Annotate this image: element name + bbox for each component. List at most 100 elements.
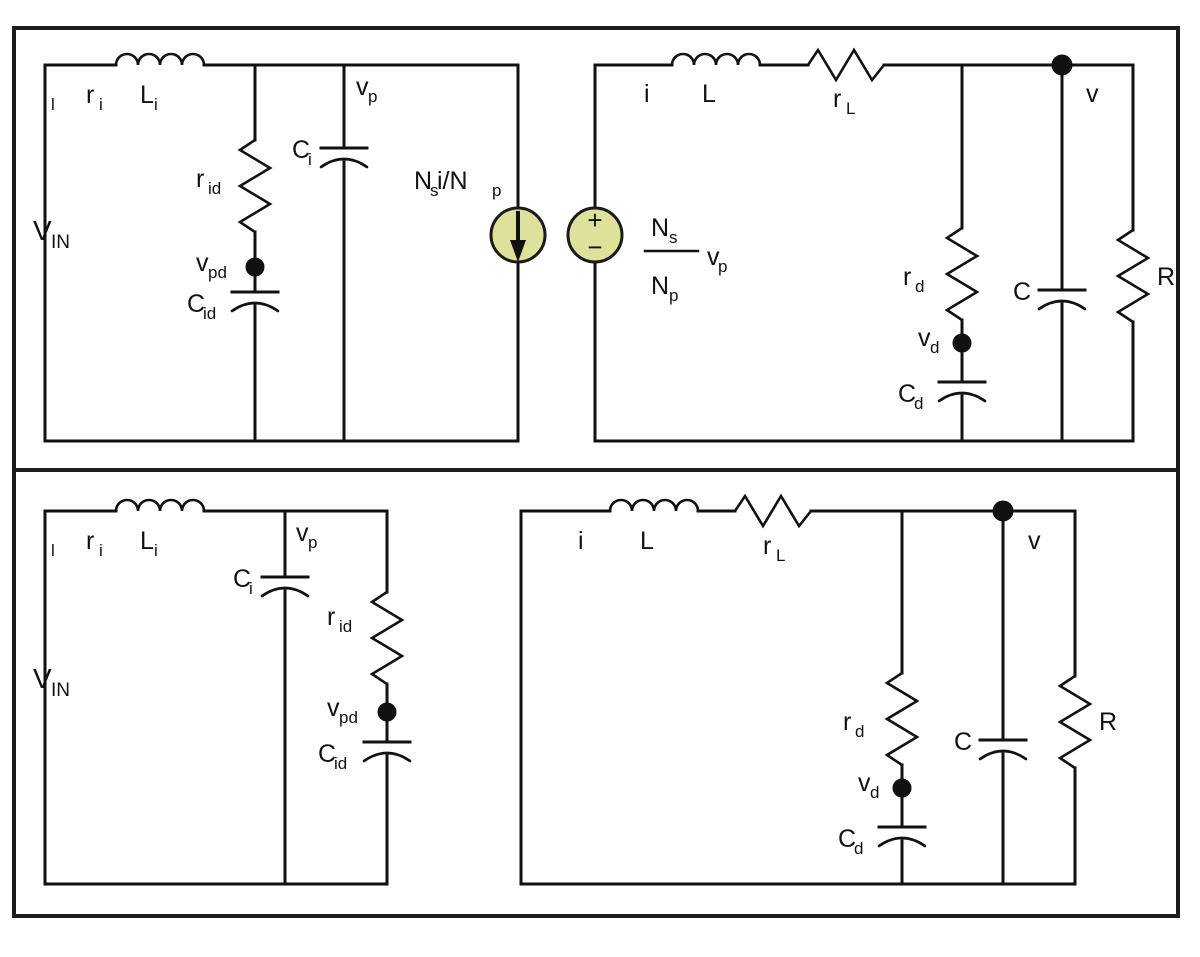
voltage-source-minus-sign: − xyxy=(587,232,602,262)
panel-top-circuit: + − i l r i L i V IN r xyxy=(33,47,1175,443)
label-vs-mult-v: v xyxy=(707,243,720,271)
label-top-Li-sub: i xyxy=(154,95,158,114)
label-voltage-source-gain: N s N p v p xyxy=(643,214,727,305)
label-bot-Cd-sub: d xyxy=(854,839,863,858)
label-top-secondary-current: i xyxy=(644,80,650,108)
bot-secondary-damping-resistor-rd xyxy=(884,671,920,767)
top-secondary-cd-curved-plate xyxy=(937,391,987,403)
current-source-arrow-head-icon xyxy=(510,240,526,262)
bot-secondary-cd-curved-plate xyxy=(877,836,927,848)
label-top-rd: r xyxy=(903,263,911,291)
label-top-output-v: v xyxy=(1086,80,1099,108)
label-top-vd: v xyxy=(918,324,931,352)
label-bot-ri: r xyxy=(86,527,94,555)
label-bot-vd: v xyxy=(858,769,871,797)
top-dependent-voltage-source xyxy=(566,206,624,264)
label-bot-VIN-sub: IN xyxy=(51,680,70,701)
bot-load-resistor-R xyxy=(1057,674,1093,770)
label-cs-Ns-sub: s xyxy=(430,181,439,200)
label-bot-Li: L xyxy=(140,527,154,555)
label-top-rd-sub: d xyxy=(915,277,924,296)
label-cs-Np-sub: p xyxy=(492,181,501,200)
label-bot-vp: v xyxy=(296,519,309,547)
label-bot-Cid-sub: id xyxy=(334,754,347,773)
label-top-vp: v xyxy=(356,73,369,101)
top-load-resistor-R xyxy=(1115,228,1151,324)
label-top-input-current-sub: l xyxy=(51,95,55,114)
label-bot-ri-sub: i xyxy=(99,541,103,560)
label-bot-secondary-L: L xyxy=(640,527,654,555)
label-vs-den-N: N xyxy=(651,272,669,300)
label-bot-Ci: C xyxy=(233,565,251,593)
label-bot-Ci-sub: i xyxy=(249,579,253,598)
label-top-Ci-sub: i xyxy=(308,150,312,169)
label-bot-Cid: C xyxy=(318,740,336,768)
label-bot-rd-sub: d xyxy=(855,722,864,741)
label-top-Li: L xyxy=(140,81,154,109)
label-bot-VIN: V xyxy=(33,663,52,694)
label-top-VIN-sub: IN xyxy=(51,232,70,253)
bot-primary-cid-curved-plate xyxy=(362,751,412,763)
label-top-Cid-sub: id xyxy=(203,304,216,323)
bot-primary-damping-resistor-rid xyxy=(369,590,405,686)
label-bot-vpd-sub: pd xyxy=(339,708,358,727)
label-top-secondary-L: L xyxy=(702,80,716,108)
label-vs-mult-sub: p xyxy=(718,257,727,276)
label-bot-Li-sub: i xyxy=(154,541,158,560)
label-bot-input-current: i xyxy=(42,527,48,555)
label-vs-num-N: N xyxy=(651,214,669,242)
label-top-vpd: v xyxy=(196,249,209,277)
label-bot-Cd: C xyxy=(838,825,856,853)
bot-output-C-curved-plate xyxy=(978,749,1028,761)
label-vs-den-sub: p xyxy=(669,286,678,305)
label-bot-rid: r xyxy=(327,603,335,631)
label-bot-input-current-sub: l xyxy=(51,541,55,560)
label-top-rid-sub: id xyxy=(208,179,221,198)
bot-secondary-inductor-L-coil xyxy=(608,498,700,513)
label-top-rid: r xyxy=(196,165,204,193)
label-bot-vp-sub: p xyxy=(308,533,317,552)
label-top-output-C: C xyxy=(1013,278,1031,306)
label-bot-secondary-current: i xyxy=(578,527,584,555)
label-top-vp-sub: p xyxy=(368,87,377,106)
bot-primary-inductor-Li-coil xyxy=(114,498,206,513)
panel-bottom-circuit: i l r i L i V IN C i v p r id v pd C id … xyxy=(33,493,1117,886)
top-secondary-resistor-rL xyxy=(806,47,886,83)
top-primary-cid-curved-plate xyxy=(230,301,280,313)
top-secondary-damping-resistor-rd xyxy=(944,226,980,322)
bot-secondary-resistor-rL xyxy=(733,493,813,529)
label-top-Cd-sub: d xyxy=(914,394,923,413)
label-bot-rd: r xyxy=(843,708,851,736)
bot-primary-ci-curved-plate xyxy=(260,586,310,598)
label-top-ri-sub: i xyxy=(99,95,103,114)
top-output-C-curved-plate xyxy=(1037,299,1087,311)
label-top-ri: r xyxy=(86,81,94,109)
label-bot-R: R xyxy=(1099,708,1117,736)
label-bot-vpd: v xyxy=(327,694,340,722)
label-top-VIN: V xyxy=(33,215,52,246)
label-cs-Ns-N: N xyxy=(414,167,432,195)
label-bot-output-C: C xyxy=(954,728,972,756)
label-vs-num-sub: s xyxy=(669,228,678,247)
top-primary-inductor-Li-coil xyxy=(114,52,206,67)
label-top-R: R xyxy=(1157,263,1175,291)
voltage-source-plus-sign: + xyxy=(587,205,602,235)
label-top-rL: r xyxy=(833,85,841,113)
top-primary-ci-curved-plate xyxy=(319,157,369,169)
label-bot-vd-sub: d xyxy=(870,783,879,802)
top-secondary-inductor-L-coil xyxy=(670,52,762,67)
label-top-input-current: i xyxy=(42,81,48,109)
label-top-rL-sub: L xyxy=(846,99,855,118)
label-top-Ci: C xyxy=(292,136,310,164)
label-bot-rL-sub: L xyxy=(776,546,785,565)
label-cs-iNp: i/N xyxy=(437,167,468,195)
label-top-Cd: C xyxy=(898,380,916,408)
top-primary-damping-resistor-rid xyxy=(237,138,273,234)
label-bot-rid-sub: id xyxy=(339,617,352,636)
label-top-vpd-sub: pd xyxy=(208,263,227,282)
label-bot-output-v: v xyxy=(1028,527,1041,555)
label-bot-rL: r xyxy=(763,532,771,560)
label-top-Cid: C xyxy=(187,290,205,318)
